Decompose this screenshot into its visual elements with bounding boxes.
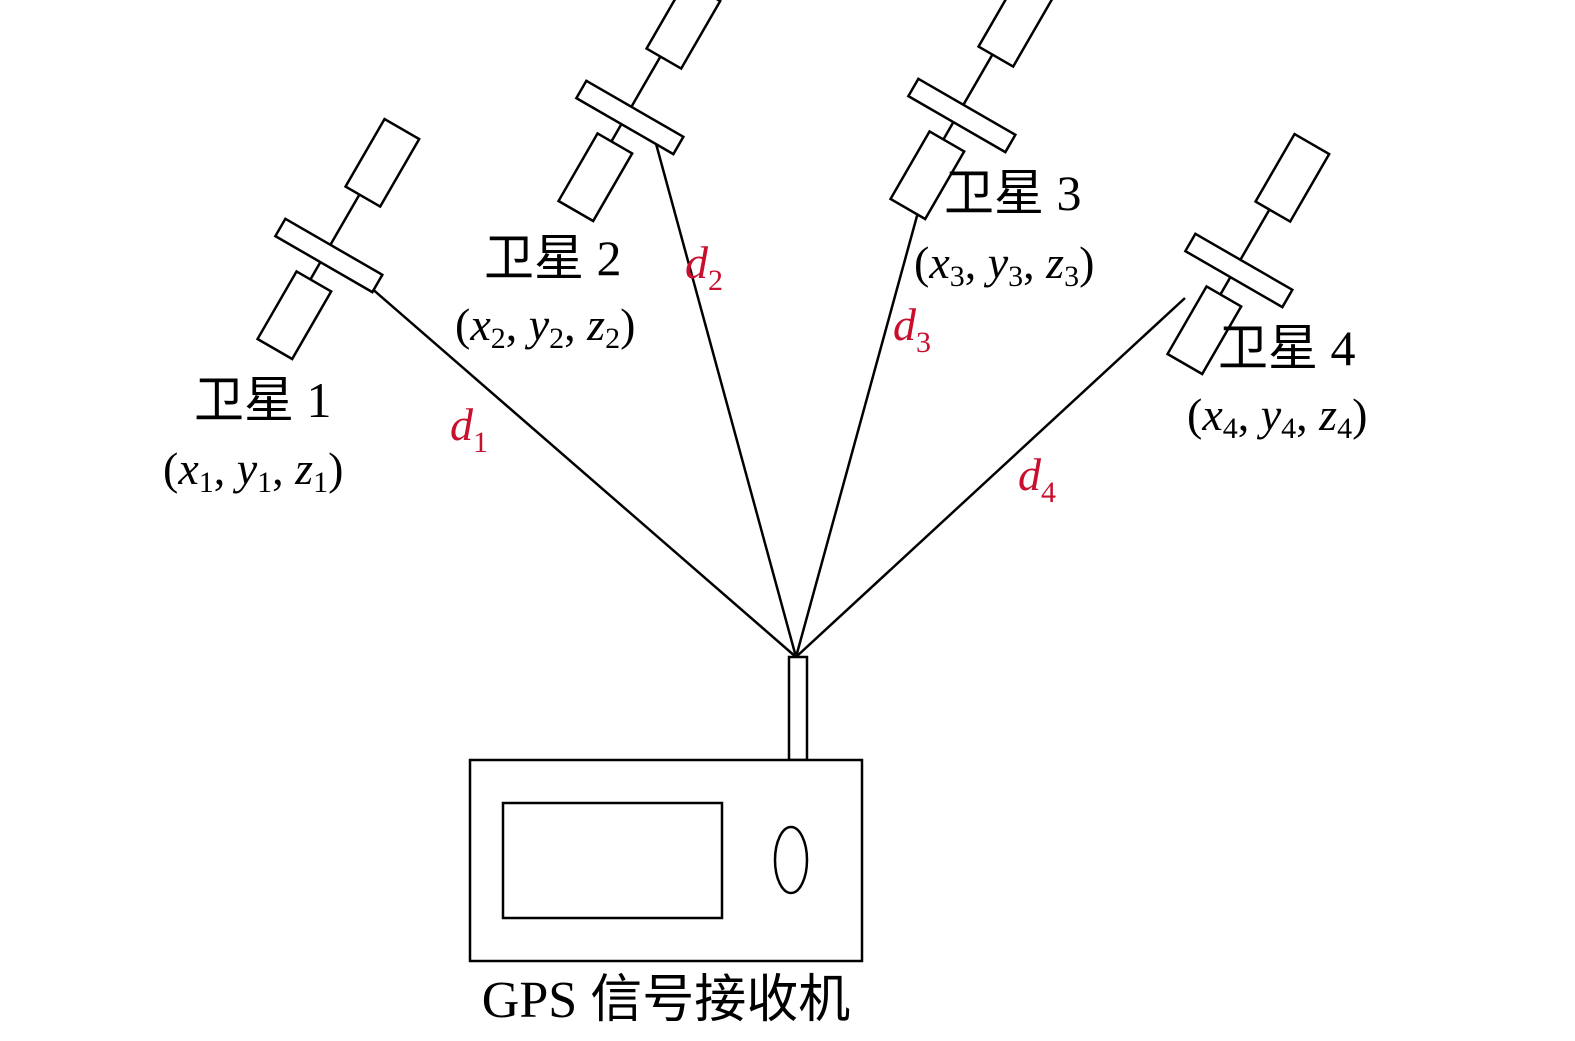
satellite-icon — [888, 0, 1054, 221]
satellite-coords-4: (x4, y4, z4) — [1187, 389, 1367, 445]
receiver-knob — [773, 825, 809, 895]
distance-label-3: d3 — [893, 299, 931, 359]
distance-line-1 — [361, 279, 797, 658]
receiver-screen — [501, 801, 724, 920]
distance-line-4 — [795, 297, 1186, 658]
satellite-icon — [255, 117, 421, 361]
distance-lines — [361, 139, 1186, 658]
satellite-name-1: 卫星 1 — [194, 372, 332, 428]
satellite-coords-3: (x3, y3, z3) — [914, 237, 1094, 293]
satellite-icon — [556, 0, 722, 223]
distance-line-3 — [794, 204, 922, 658]
distance-label-4: d4 — [1018, 449, 1056, 509]
gps-receiver-icon — [468, 655, 864, 963]
satellite-coords-1: (x1, y1, z1) — [163, 443, 343, 499]
satellite-name-4: 卫星 4 — [1218, 320, 1356, 376]
distance-label-2: d2 — [685, 237, 723, 297]
distance-label-1: d1 — [450, 399, 488, 459]
antenna-icon — [787, 655, 809, 762]
satellite-name-2: 卫星 2 — [484, 230, 622, 286]
satellite-coords-2: (x2, y2, z2) — [455, 299, 635, 355]
satellite-icon — [1165, 132, 1331, 376]
satellite-name-3: 卫星 3 — [944, 165, 1082, 221]
receiver-caption: GPS 信号接收机 — [482, 972, 850, 1029]
distance-line-2 — [653, 139, 798, 658]
